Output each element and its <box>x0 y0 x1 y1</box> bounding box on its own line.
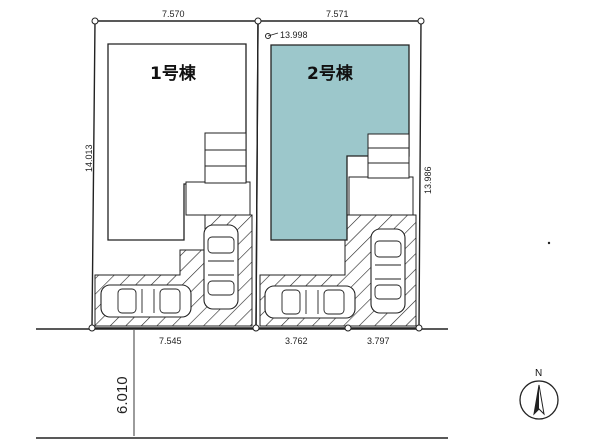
corner-note-leader <box>267 32 279 37</box>
lot-1-steps <box>204 132 247 184</box>
lot-1-frontage-top-dim: 7.570 <box>162 9 185 19</box>
lot-2-steps <box>367 133 410 179</box>
north-label: N <box>535 368 542 379</box>
lot-1-entrance-porch <box>185 181 251 216</box>
lot-1-label: 1号棟 <box>150 63 197 84</box>
lot-1-frontage-bottom-dim: 7.545 <box>159 336 182 346</box>
lot-2-building <box>270 44 410 241</box>
car-lot-2-horizontal <box>264 285 356 319</box>
road-width-dim: 6.010 <box>114 376 131 414</box>
stray-dot <box>547 241 551 245</box>
lot-1-side-dim: 14.013 <box>84 144 94 172</box>
lot-2-label: 2号棟 <box>307 63 354 84</box>
lot-2-entrance-porch <box>348 176 414 216</box>
north-arrow-icon <box>519 380 559 420</box>
lot-2-frontage-bottom-right-dim: 3.797 <box>367 336 390 346</box>
lot-2-frontage-top-dim: 7.571 <box>326 9 349 19</box>
lot-2-frontage-bottom-left-dim: 3.762 <box>285 336 308 346</box>
lot-2-side-dim: 13.986 <box>423 166 433 194</box>
car-lot-1-horizontal <box>100 284 192 318</box>
lot-2-corner-dim: 13.998 <box>280 30 308 40</box>
boundary-markers <box>88 17 425 332</box>
car-lot-1-vertical <box>203 224 239 310</box>
lot-1-building <box>107 43 247 241</box>
car-lot-2-vertical <box>370 228 406 314</box>
